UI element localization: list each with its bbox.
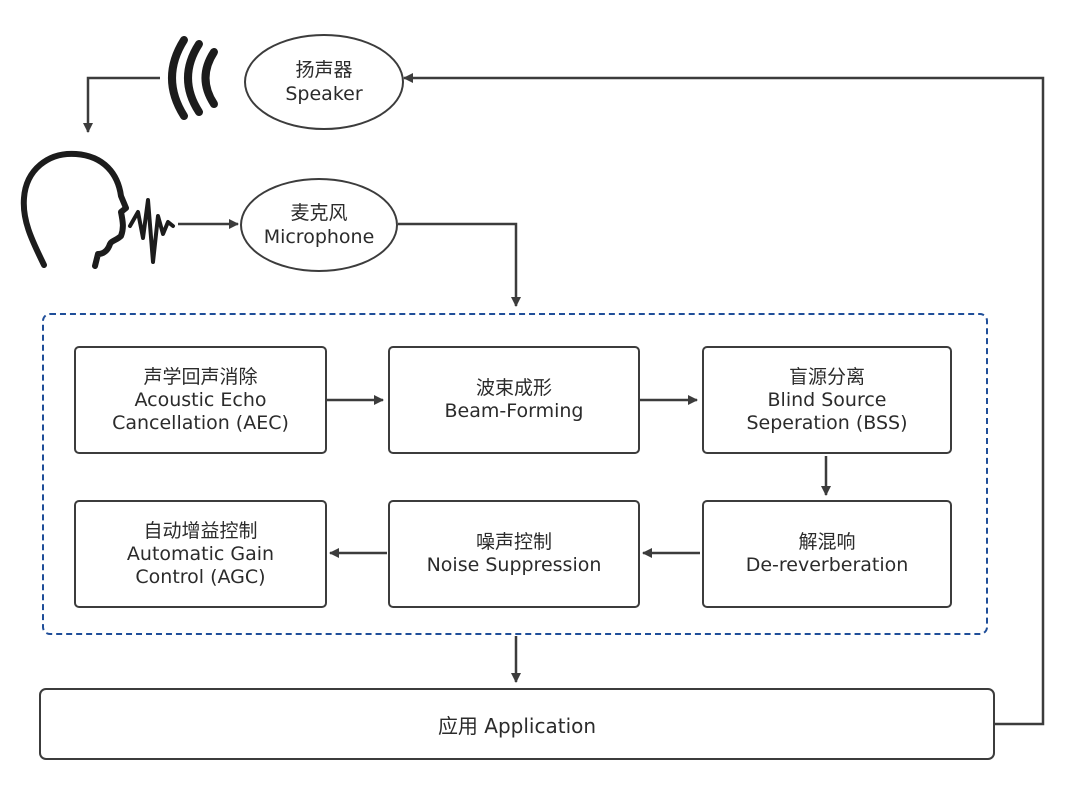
- aec-block: 声学回声消除 Acoustic Echo Cancellation (AEC): [74, 346, 327, 454]
- microphone-node: 麦克风 Microphone: [240, 178, 398, 272]
- speaker-label-cn: 扬声器: [295, 59, 353, 81]
- agc-label-en-line2: Control (AGC): [135, 565, 266, 588]
- agc-label-cn: 自动增益控制: [143, 519, 258, 542]
- speaker-label-en: Speaker: [285, 83, 363, 105]
- application-block: 应用 Application: [39, 688, 995, 760]
- ns-label-cn: 噪声控制: [475, 531, 552, 553]
- aec-label-en-line2: Cancellation (AEC): [112, 411, 289, 434]
- bss-block: 盲源分离 Blind Source Seperation (BSS): [702, 346, 952, 454]
- arrow-app-to-speaker: [403, 73, 1045, 726]
- bss-label-en-line1: Blind Source: [767, 388, 887, 411]
- arrow-mic-to-processing: [398, 222, 521, 307]
- speaker-node: 扬声器 Speaker: [244, 34, 404, 130]
- beam-forming-block: 波束成形 Beam-Forming: [388, 346, 640, 454]
- bss-label-en-line2: Seperation (BSS): [746, 411, 908, 434]
- bss-label-cn: 盲源分离: [788, 365, 865, 388]
- noise-suppression-block: 噪声控制 Noise Suppression: [388, 500, 640, 608]
- bf-label-cn: 波束成形: [475, 377, 552, 399]
- agc-label-en-line1: Automatic Gain: [126, 542, 275, 565]
- microphone-label-en: Microphone: [263, 226, 375, 248]
- sound-waves-icon: [168, 36, 218, 120]
- de-reverberation-block: 解混响 De-reverberation: [702, 500, 952, 608]
- agc-block: 自动增益控制 Automatic Gain Control (AGC): [74, 500, 327, 608]
- arrow-sound-to-head: [83, 76, 160, 133]
- human-head-speaking-icon: [20, 150, 129, 269]
- derev-label-cn: 解混响: [798, 531, 856, 553]
- microphone-label-cn: 麦克风: [290, 202, 348, 224]
- voice-waveform-icon: [128, 198, 175, 264]
- aec-label-en-line1: Acoustic Echo: [134, 388, 267, 411]
- ns-label-en: Noise Suppression: [426, 554, 602, 576]
- application-label: 应用 Application: [437, 713, 597, 738]
- aec-label-cn: 声学回声消除: [143, 365, 258, 388]
- processing-group: [42, 313, 988, 635]
- derev-label-en: De-reverberation: [745, 554, 909, 576]
- bf-label-en: Beam-Forming: [444, 400, 584, 422]
